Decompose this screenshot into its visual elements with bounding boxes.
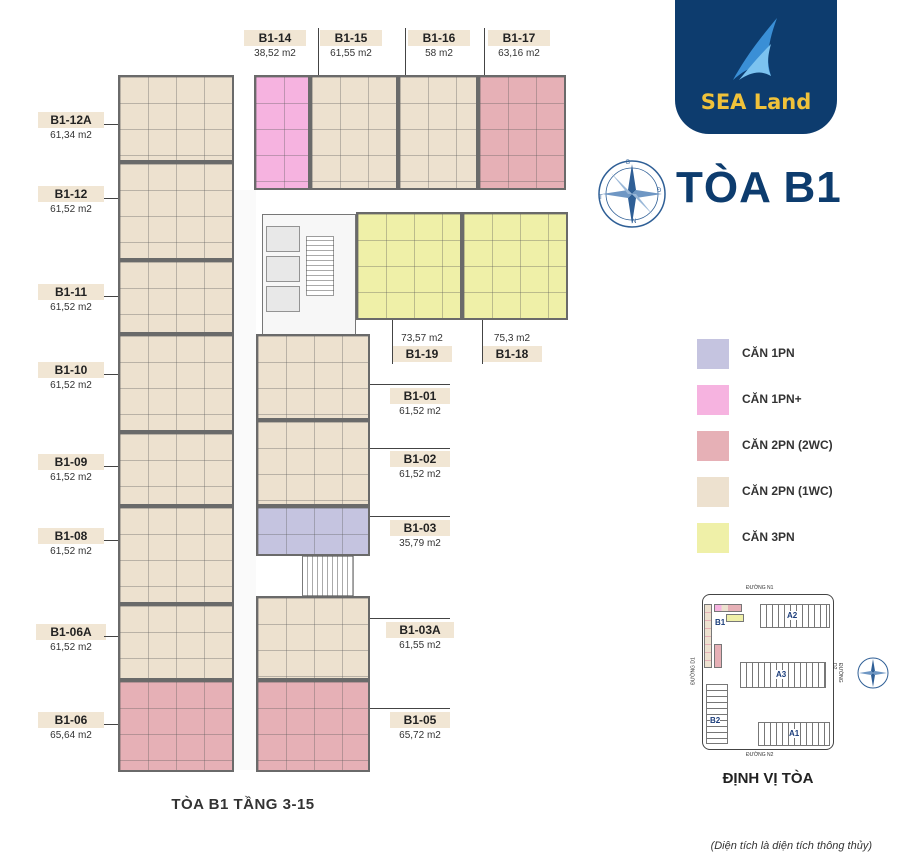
unit-b1-16[interactable] (398, 75, 478, 190)
site-label-a1: A1 (789, 729, 800, 738)
site-block-b2 (706, 684, 728, 744)
brand-name: SEA Land (700, 90, 812, 114)
unit-b1-10[interactable] (118, 334, 234, 432)
compass-letter-b: B (626, 160, 631, 166)
site-map-title: ĐỊNH VỊ TÒA (722, 770, 814, 787)
legend-swatch-2pn-1wc (697, 477, 729, 507)
stairwell (306, 236, 334, 296)
site-label-a2: A2 (787, 611, 798, 620)
unit-b1-19[interactable] (356, 212, 462, 320)
legend-label-1pn: CĂN 1PN (742, 346, 795, 360)
site-label-b1: B1 (715, 618, 726, 627)
unit-b1-08[interactable] (118, 506, 234, 604)
leader-line (104, 374, 118, 375)
site-boundary (702, 594, 834, 750)
leader-line (370, 618, 450, 619)
unit-b1-03[interactable] (256, 506, 370, 556)
unit-b1-11[interactable] (118, 260, 234, 334)
road-label-d2: ĐƯỜNG D2 (831, 663, 843, 683)
leader-line (104, 724, 118, 725)
page-title: TÒA B1 (676, 163, 842, 212)
unit-b1-09[interactable] (118, 432, 234, 506)
leader-line (104, 124, 118, 125)
legend-swatch-1pn-plus (697, 385, 729, 415)
compass-letter-t: T (599, 195, 603, 201)
site-map: ĐƯỜNG N1 ĐƯỜNG N2 ĐƯỜNG D1 ĐƯỜNG D2 B1 A… (688, 582, 848, 762)
brand-logo: SEA Land (675, 0, 837, 134)
legend-label-1pn-plus: CĂN 1PN+ (742, 392, 802, 406)
legend-label-2pn-2wc: CĂN 2PN (2WC) (742, 438, 833, 452)
road-label-n1: ĐƯỜNG N1 (746, 585, 774, 591)
floor-plan (118, 75, 568, 772)
unit-b1-01[interactable] (256, 334, 370, 420)
unit-b1-05[interactable] (256, 680, 370, 772)
unit-b1-14[interactable] (254, 75, 310, 190)
legend-label-3pn: CĂN 3PN (742, 530, 795, 544)
elevator-shaft (266, 256, 300, 282)
site-block-b1 (704, 604, 746, 668)
leader-line (405, 28, 406, 75)
elevator-shaft (266, 226, 300, 252)
leader-line (318, 28, 319, 75)
unit-b1-02[interactable] (256, 420, 370, 506)
corridor-vertical (234, 190, 256, 770)
unit-b1-12[interactable] (118, 162, 234, 260)
leader-line (104, 466, 118, 467)
unit-b1-15[interactable] (310, 75, 398, 190)
legend-swatch-2pn-2wc (697, 431, 729, 461)
unit-b1-17[interactable] (478, 75, 566, 190)
wave-icon (733, 18, 777, 80)
unit-b1-06[interactable] (118, 680, 234, 772)
leader-line (104, 540, 118, 541)
unit-b1-03a[interactable] (256, 596, 370, 680)
road-label-n2: ĐƯỜNG N2 (746, 752, 774, 758)
leader-line (370, 384, 450, 385)
leader-line (370, 516, 450, 517)
unit-b1-18[interactable] (462, 212, 568, 320)
leader-line (104, 296, 118, 297)
unit-b1-12a[interactable] (118, 75, 234, 162)
site-label-a3: A3 (776, 670, 787, 679)
compass-rose-icon (598, 160, 666, 228)
unit-b1-06a[interactable] (118, 604, 234, 680)
road-label-d1: ĐƯỜNG D1 (690, 657, 697, 685)
legend-swatch-1pn (697, 339, 729, 369)
elevator-shaft (266, 286, 300, 312)
leader-line (370, 448, 450, 449)
compass-letter-n: N (632, 219, 637, 225)
leader-line (104, 198, 118, 199)
mini-compass-icon (857, 657, 889, 689)
footnote: (Diện tích là diện tích thông thủy) (710, 840, 872, 852)
leader-line (104, 636, 118, 637)
leader-line (482, 320, 483, 364)
leader-line (370, 708, 450, 709)
leader-line (392, 320, 393, 364)
floor-title: TÒA B1 TẦNG 3-15 (171, 796, 315, 813)
legend-swatch-3pn (697, 523, 729, 553)
legend-label-2pn-1wc: CĂN 2PN (1WC) (742, 484, 833, 498)
stairwell (302, 556, 354, 596)
leader-line (484, 28, 485, 75)
compass-letter-d: Đ (657, 188, 662, 194)
site-label-b2: B2 (710, 716, 721, 725)
